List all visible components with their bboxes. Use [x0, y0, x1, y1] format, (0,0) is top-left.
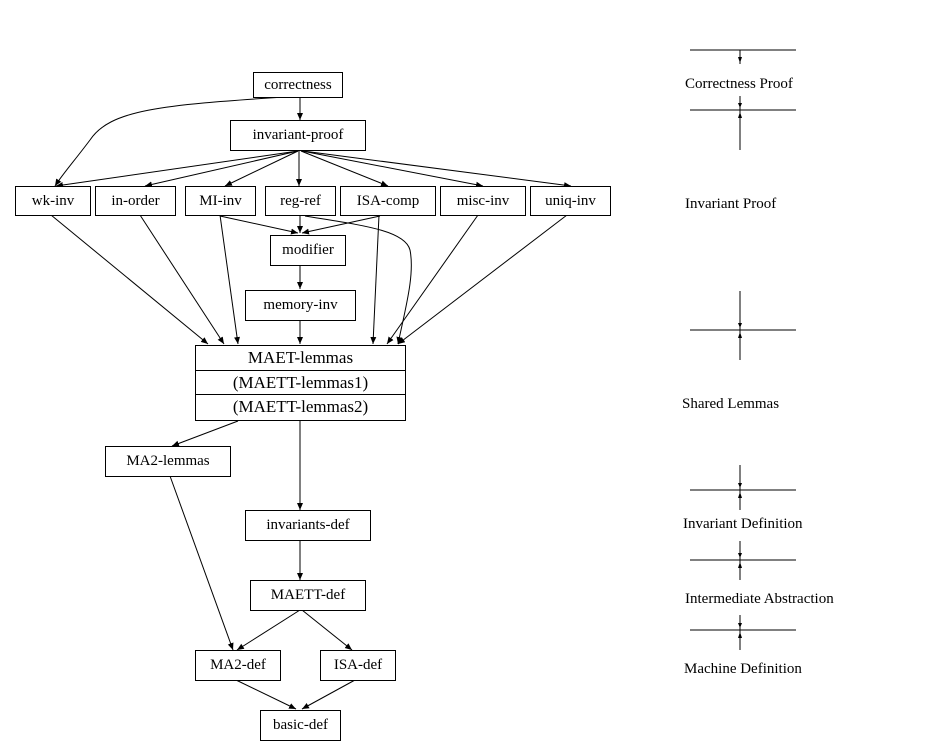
node-isa-def: ISA-def	[320, 650, 396, 681]
node-ma2-def: MA2-def	[195, 650, 281, 681]
node-wk-inv: wk-inv	[15, 186, 91, 216]
edge-correctness-wk-inv	[54, 96, 286, 187]
node-correctness: correctness	[253, 72, 343, 98]
edge-wk-inv-maet-lemmas	[50, 214, 209, 345]
node-invariants-def: invariants-def	[245, 510, 371, 541]
legend-label-invariant-definition: Invariant Definition	[683, 516, 803, 532]
node-reg-ref: reg-ref	[265, 186, 336, 216]
edge-invariant-proof-in-order	[144, 150, 299, 188]
edge-misc-inv-maet-lemmas	[386, 214, 479, 345]
edge-isa-comp-modifier	[301, 215, 381, 235]
legend-label-correctness-proof: Correctness Proof	[685, 76, 793, 92]
node-maett-lemmas1: (MAETT-lemmas1)	[196, 371, 405, 395]
edge-isa-def-basic-def	[301, 679, 356, 710]
edge-ma2-lemmas-ma2-def	[169, 475, 234, 651]
node-maet-lemmas: MAET-lemmas (MAETT-lemmas1) (MAETT-lemma…	[195, 345, 406, 421]
legend-arrowheads	[738, 57, 742, 638]
edge-invariant-proof-wk-inv	[55, 150, 299, 188]
edge-invariant-proof-mi-inv	[224, 150, 299, 187]
edge-maett-def-ma2-def	[236, 609, 301, 651]
node-maet-lemmas-title: MAET-lemmas	[196, 346, 405, 371]
edge-mi-inv-modifier	[219, 215, 299, 235]
edge-invariant-proof-misc-inv	[301, 150, 484, 188]
node-ma2-lemmas: MA2-lemmas	[105, 446, 231, 477]
node-mi-inv: MI-inv	[185, 186, 256, 216]
node-maett-lemmas2: (MAETT-lemmas2)	[232, 397, 369, 416]
edge-invariant-proof-uniq-inv	[302, 150, 572, 189]
edge-uniq-inv-maet-lemmas	[397, 214, 568, 345]
legend-graphics	[690, 49, 796, 650]
node-in-order: in-order	[95, 186, 176, 216]
edge-invariant-proof-isa-comp	[300, 150, 389, 187]
edge-maet-lemmas-ma2-lemmas	[171, 420, 239, 447]
edge-in-order-maet-lemmas	[139, 214, 225, 345]
node-invariant-proof: invariant-proof	[230, 120, 366, 151]
node-uniq-inv: uniq-inv	[530, 186, 611, 216]
node-basic-def: basic-def	[260, 710, 341, 741]
legend-label-intermediate-abstraction: Intermediate Abstraction	[685, 591, 834, 607]
node-misc-inv: misc-inv	[440, 186, 526, 216]
legend-label-invariant-proof: Invariant Proof	[685, 196, 777, 212]
node-isa-comp: ISA-comp	[340, 186, 436, 216]
legend-label-shared-lemmas: Shared Lemmas	[682, 396, 780, 412]
edge-maett-def-isa-def	[301, 609, 353, 651]
edge-ma2-def-basic-def	[235, 679, 297, 710]
node-modifier: modifier	[270, 235, 346, 266]
edge-mi-inv-maet-lemmas	[219, 214, 241, 345]
node-maett-def: MAETT-def	[250, 580, 366, 611]
edge-isa-comp-maet-lemmas	[370, 214, 380, 345]
node-memory-inv: memory-inv	[245, 290, 356, 321]
legend-label-machine-definition: Machine Definition	[684, 661, 802, 677]
